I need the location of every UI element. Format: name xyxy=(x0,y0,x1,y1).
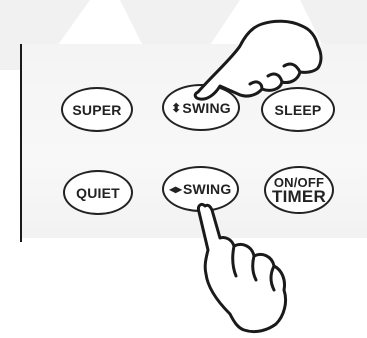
sleep-button-label: SLEEP xyxy=(275,102,322,118)
quiet-button-label: QUIET xyxy=(76,185,120,201)
sleep-button[interactable]: SLEEP xyxy=(261,87,335,132)
horizontal-arrows-icon: ◂▸ xyxy=(170,182,182,196)
vertical-swing-button[interactable]: ⬍ SWING xyxy=(162,84,240,131)
timer-button-line2: TIMER xyxy=(272,188,326,205)
horizontal-swing-button[interactable]: ◂▸ SWING xyxy=(162,166,239,212)
panel-edge xyxy=(20,44,22,242)
super-button[interactable]: SUPER xyxy=(61,87,133,132)
quiet-button[interactable]: QUIET xyxy=(63,170,133,215)
super-button-label: SUPER xyxy=(72,102,121,118)
horizontal-swing-label: SWING xyxy=(183,181,231,197)
on-off-timer-button[interactable]: ON/OFF TIMER xyxy=(264,166,334,214)
vertical-arrows-icon: ⬍ xyxy=(171,101,181,115)
vertical-swing-label: SWING xyxy=(182,100,230,116)
